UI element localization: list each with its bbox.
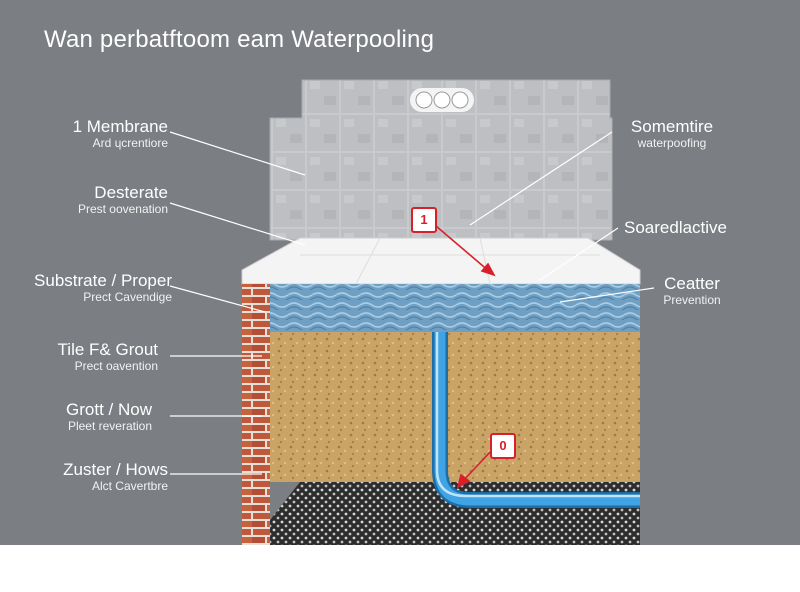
label-tile-grout-main: Tile F& Grout [57,340,158,359]
label-desterate-main: Desterate [94,183,168,202]
label-somemtire-sub: waterpoofing [637,135,707,150]
page-title: Wan perbatftoom eam Waterpooling [44,26,435,53]
callout-marker-1: 1 [411,207,437,233]
callout-arrows [435,225,496,489]
label-zuster-main: Zuster / Hows [63,460,168,479]
floor-surface [241,237,641,285]
brick-wall [242,284,270,545]
drain-pipe [432,332,640,508]
wall-tiles [269,79,613,241]
label-soaredlactive: Soaredlactive [624,218,727,238]
label-ceatter-sub: Prevention [663,292,721,307]
label-membrane-main: 1 Membrane [72,117,168,136]
label-substrate-sub: Prect Cavendige [83,289,172,304]
callout-marker-0: 0 [490,433,516,459]
label-zuster: Zuster / Hows Alct Cavertbre [63,460,168,493]
substrate-layer [270,332,640,482]
label-ceatter-main: Ceatter [664,274,720,293]
label-tile-grout-sub: Prect oavention [74,358,158,373]
waterproofing-cross-section [169,79,655,545]
label-membrane: 1 Membrane Ard ɥcrentiore [73,117,168,150]
label-zuster-sub: Alct Cavertbre [91,478,168,493]
label-substrate: Substrate / Proper Prect Cavendige [34,271,172,304]
label-membrane-sub: Ard ɥcrentiore [92,135,168,150]
label-desterate: Desterate Prest oovenation [78,183,168,216]
label-tile-grout: Tile F& Grout Prect oavention [58,340,158,373]
label-desterate-sub: Prest oovenation [77,201,168,216]
label-somemtire: Somemtire waterpoofing [620,117,724,150]
membrane-layer [270,284,640,332]
label-grott-sub: Pleet reveration [67,418,152,433]
label-substrate-main: Substrate / Proper [34,271,172,290]
label-ceatter: Ceatter Prevention [650,274,734,307]
label-somemtire-main: Somemtire [630,117,714,136]
label-grott: Grott / Now Pleet reveration [66,400,152,433]
label-grott-main: Grott / Now [66,400,152,419]
leader-lines [169,131,655,475]
label-soaredlactive-main: Soaredlactive [624,218,728,237]
wall-fixture [410,88,474,112]
